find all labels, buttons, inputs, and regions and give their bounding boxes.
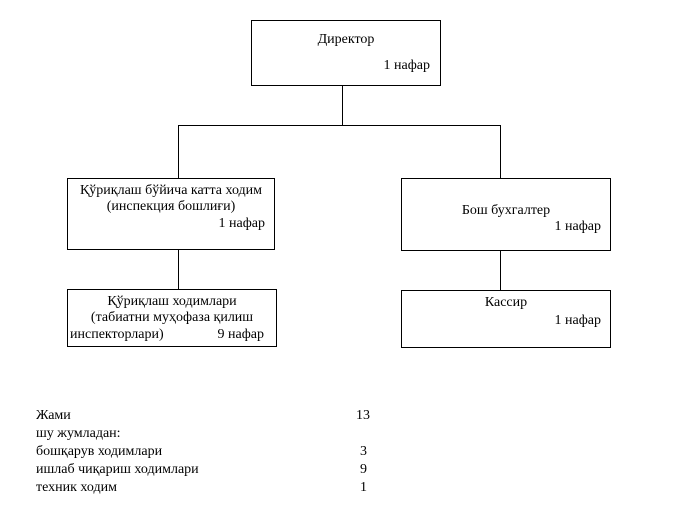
connector-right-branch [500,125,501,178]
inspection-head-title-line2: (инспекция бошлиғи) [106,199,236,214]
chief-accountant-count: 1 нафар [554,219,602,234]
director-count: 1 нафар [383,58,431,73]
summary-total-value: 13 [356,408,370,423]
connector-inspection-to-inspectors [178,249,179,289]
summary-row-value: 1 [360,480,367,495]
inspectors-title-line1: Қўриқлаш ходимлари [107,294,237,309]
inspectors-count: 9 нафар [217,327,265,342]
inspection-head-box: Қўриқлаш бўйича катта ходим (инспекция б… [67,178,275,250]
summary-total-label: Жами [36,408,71,423]
cashier-title: Кассир [484,295,528,310]
summary-row-value: 9 [360,462,367,477]
summary-row-label: техник ходим [36,480,117,495]
inspectors-title-line2: (табиатни муҳофаза қилиш [90,310,254,325]
director-title: Директор [317,32,375,47]
connector-accountant-to-cashier [500,250,501,290]
inspectors-box: Қўриқлаш ходимлари (табиатни муҳофаза қи… [67,289,277,347]
connector-director-down [342,85,343,126]
summary-row-label: бошқарув ходимлари [36,444,163,459]
summary-including-label: шу жумладан: [36,426,121,441]
chief-accountant-box: Бош бухгалтер 1 нафар [401,178,611,251]
summary-row-label: ишлаб чиқариш ходимлари [36,462,199,477]
connector-left-branch [178,125,179,178]
cashier-box: Кассир 1 нафар [401,290,611,348]
inspection-head-title-line1: Қўриқлаш бўйича катта ходим [79,183,263,198]
connector-horizontal-bar [178,125,501,126]
inspectors-title-line3: инспекторлари) [70,327,164,342]
director-box: Директор 1 нафар [251,20,441,86]
cashier-count: 1 нафар [554,313,602,328]
summary-row-value: 3 [360,444,367,459]
chief-accountant-title: Бош бухгалтер [461,203,551,218]
inspection-head-count: 1 нафар [218,216,266,231]
